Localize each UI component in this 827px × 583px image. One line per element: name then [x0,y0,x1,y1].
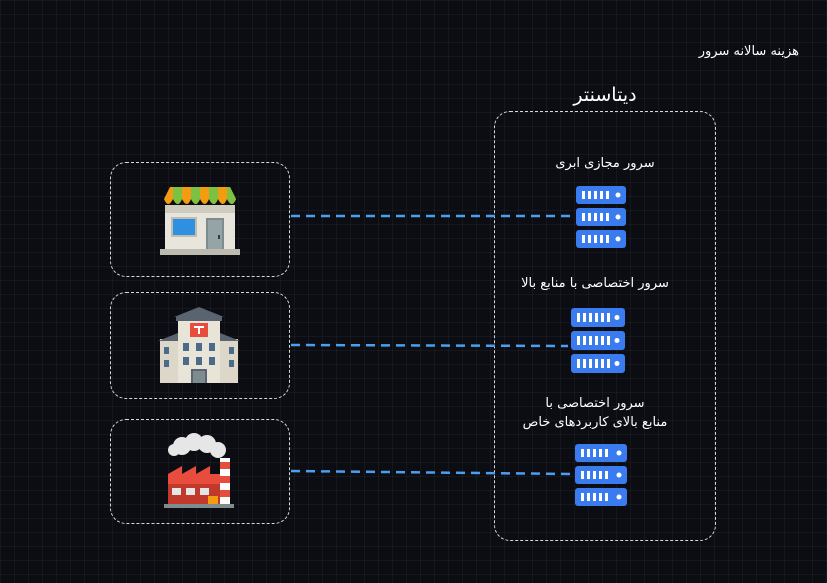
datacenter-container [494,111,716,541]
client-box-shop [110,162,290,277]
server-label-special-line1: سرور اختصاصی با [545,396,645,411]
factory-icon [164,433,234,508]
server-rack-icon [575,444,627,506]
server-rack-icon [576,186,626,248]
client-box-factory [110,419,290,524]
server-label-dedicated: سرور اختصاصی با منابع بالا [521,276,669,291]
shop-icon [160,187,240,255]
connector-office-to-dedicated-server [290,343,569,348]
office-building-icon [158,307,240,383]
server-label-special: سرور اختصاصی با منابع بالای کاربردهای خا… [505,394,685,432]
server-rack-icon [571,308,625,373]
client-box-office [110,292,290,399]
page-title: هزینه سالانه سرور [698,44,799,59]
server-label-cloud: سرور مجازی ابری [555,156,655,171]
server-label-special-line2: منابع بالای کاربردهای خاص [522,415,668,430]
datacenter-title: دیتاسنتر [573,84,637,106]
connector-factory-to-special-server [290,469,573,476]
